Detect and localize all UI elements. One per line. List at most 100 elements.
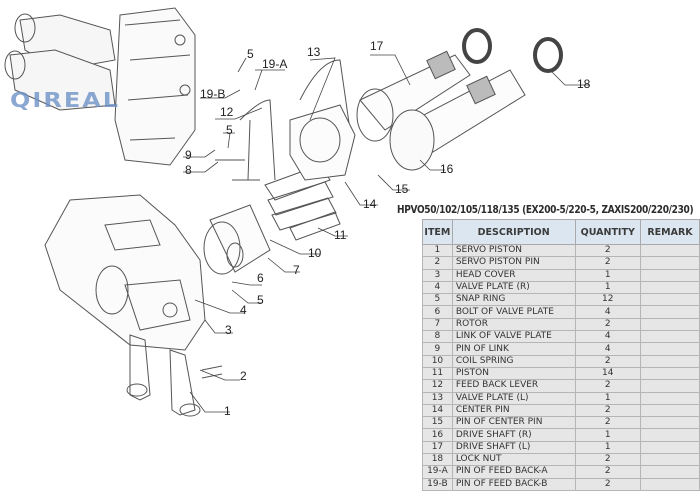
cell-item: 19-B: [422, 477, 453, 491]
callout-8: 8: [185, 163, 192, 177]
cell-description: DRIVE SHAFT (L): [451, 440, 576, 455]
callout-10: 10: [308, 246, 322, 260]
cell-description: LOCK NUT: [451, 453, 576, 467]
callout-2: 2: [240, 369, 247, 383]
callout-15: 15: [395, 182, 409, 196]
cell-description: CENTER PIN: [451, 403, 576, 418]
parts-table-title: HPVO50/102/105/118/135 (EX200-5/220-5, Z…: [397, 204, 694, 216]
cell-item: 13: [422, 391, 453, 405]
cell-remark: [639, 428, 700, 442]
cell-remark: [639, 379, 700, 393]
cell-remark: [639, 416, 700, 430]
cell-item: 6: [422, 305, 453, 319]
cell-quantity: 2: [574, 243, 641, 258]
cell-item: 1: [422, 243, 453, 258]
cell-description: PIN OF FEED BACK-A: [451, 465, 576, 479]
cell-item: 17: [422, 440, 453, 455]
cell-item: 4: [422, 280, 453, 295]
cell-item: 2: [422, 256, 453, 270]
rotor: [203, 204, 271, 275]
cell-quantity: 1: [574, 428, 641, 442]
cell-quantity: 14: [574, 366, 641, 381]
cell-description: LINK OF VALVE PLATE: [451, 330, 576, 344]
cell-item: 5: [422, 293, 453, 307]
cell-quantity: 1: [574, 440, 641, 455]
cell-quantity: 12: [574, 293, 641, 307]
cell-remark: [639, 317, 700, 332]
cell-description: SNAP RING: [451, 293, 576, 307]
cell-remark: [639, 477, 700, 491]
cell-remark: [639, 342, 700, 356]
callout-19b: 19-B: [200, 87, 226, 101]
cell-remark: [639, 465, 700, 479]
cell-item: 8: [422, 330, 453, 344]
brand-logo-watermark: QIREAL: [10, 88, 121, 112]
cell-remark: [639, 293, 700, 307]
cell-description: SERVO PISTON PIN: [451, 256, 576, 270]
feed-back-levers: [215, 59, 356, 181]
callout-7: 7: [293, 263, 300, 277]
header-item: ITEM: [422, 219, 453, 245]
cell-item: 11: [422, 366, 453, 381]
callout-17: 17: [370, 39, 384, 53]
cell-description: BOLT OF VALVE PLATE: [451, 305, 576, 319]
cell-quantity: 2: [574, 465, 641, 479]
callout-5-mid: 5: [226, 123, 233, 137]
cell-quantity: 2: [574, 477, 641, 491]
cell-remark: [639, 256, 700, 270]
header-remark: REMARK: [639, 219, 700, 245]
callout-5-lower: 5: [257, 293, 264, 307]
cell-quantity: 4: [574, 342, 641, 356]
callout-12: 12: [220, 105, 234, 119]
cell-description: COIL SPRING: [451, 354, 576, 368]
table-header-row: ITEM DESCRIPTION QUANTITY REMARK: [422, 219, 700, 245]
callout-1: 1: [224, 404, 231, 418]
cell-item: 18: [422, 453, 453, 467]
callout-5-top: 5: [247, 47, 254, 61]
cell-quantity: 2: [574, 317, 641, 332]
callout-11: 11: [334, 228, 347, 242]
cell-description: FEED BACK LEVER: [451, 379, 576, 393]
callout-6: 6: [257, 271, 264, 285]
pump-assembly-top: [4, 7, 196, 166]
cell-description: HEAD COVER: [451, 268, 576, 282]
cell-item: 19-A: [422, 465, 453, 479]
cell-remark: [639, 354, 700, 368]
cell-remark: [639, 453, 700, 467]
cell-description: DRIVE SHAFT (R): [451, 428, 576, 442]
cell-description: PISTON: [451, 366, 576, 381]
cell-quantity: 4: [574, 305, 641, 319]
cell-remark: [639, 243, 700, 258]
header-quantity: QUANTITY: [574, 219, 641, 245]
callout-19a: 19-A: [262, 57, 288, 71]
header-description: DESCRIPTION: [451, 219, 576, 245]
callout-3: 3: [225, 323, 232, 337]
cell-remark: [639, 440, 700, 455]
cell-remark: [639, 330, 700, 344]
cell-description: ROTOR: [451, 317, 576, 332]
cell-quantity: 2: [574, 453, 641, 467]
cell-quantity: 2: [574, 354, 641, 368]
cell-item: 14: [422, 403, 453, 418]
cell-quantity: 1: [574, 391, 641, 405]
cell-quantity: 2: [574, 256, 641, 270]
cell-quantity: 2: [574, 379, 641, 393]
cell-quantity: 1: [574, 280, 641, 295]
cell-description: VALVE PLATE (R): [451, 280, 576, 295]
callout-13: 13: [307, 45, 321, 59]
cell-quantity: 1: [574, 268, 641, 282]
cell-description: PIN OF CENTER PIN: [451, 416, 576, 430]
